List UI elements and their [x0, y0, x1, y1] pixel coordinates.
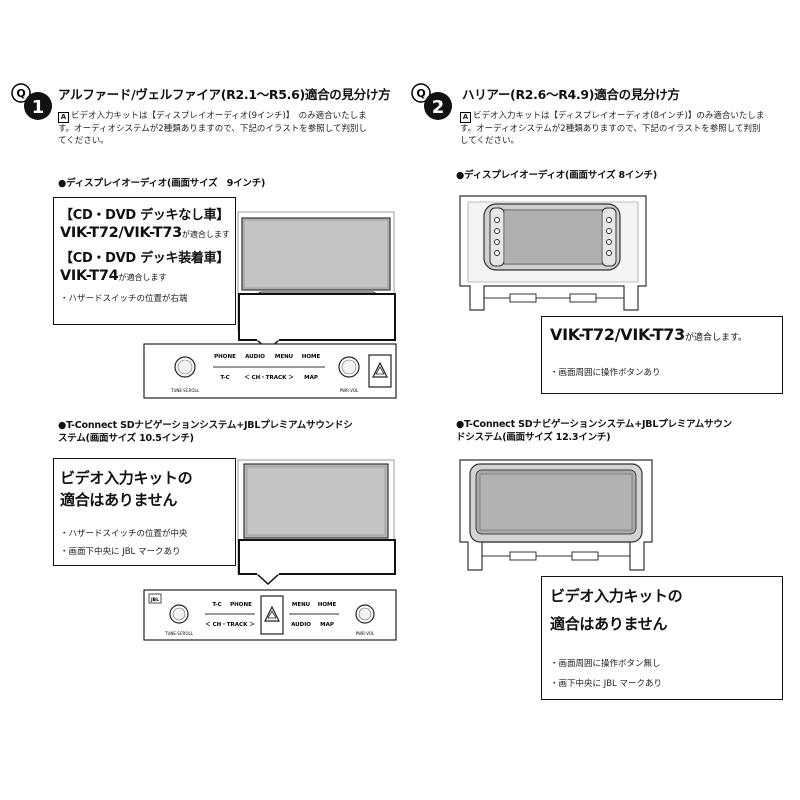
- q1-badge-number: 1: [32, 97, 45, 118]
- q2-section2-heading-line2: ドシステム(画面サイズ 12.3インチ): [456, 432, 611, 443]
- q2-navi-note1: ・画面周囲に操作ボタン無し: [550, 659, 661, 669]
- q2-model-suffix: が適合します。: [684, 333, 748, 343]
- q1-model2-line: VIK-T74が適合します: [60, 268, 229, 284]
- q1-answer-mark: A: [58, 112, 69, 123]
- q1-navi-tc-label: T-C: [212, 602, 221, 608]
- q2-note: ・画面周囲に操作ボタンあり: [550, 368, 661, 378]
- q1-badge-letter: Q: [16, 87, 25, 100]
- q2-big-line1: ビデオ入力キットの: [550, 587, 683, 605]
- q1-big-line1: ビデオ入力キットの: [60, 469, 193, 487]
- q1-phone-label: PHONE: [214, 354, 236, 360]
- q2-big-line2: 適合はありません: [550, 615, 668, 633]
- q1-model1-suffix: が適合します: [181, 230, 230, 239]
- q1-panel-highlight: [238, 293, 396, 341]
- q1-jbl-logo: JBL: [150, 597, 159, 603]
- q2-badge-icon: Q 2: [411, 83, 452, 120]
- q1-model1-line: VIK-T72/VIK-T73が適合します: [60, 225, 230, 241]
- q1-navi-control-panel: JBL TUNE·SCROLL T-C PHONE ＜ CH・TRACK ＞ M…: [143, 589, 397, 641]
- q2-model-line: VIK-T72/VIK-T73が適合します。: [550, 325, 774, 344]
- q2-navi-illustration: [459, 459, 653, 571]
- q1-nofit-box: ビデオ入力キットの 適合はありません ・ハザードスイッチの位置が中央 ・画面下中…: [53, 458, 236, 566]
- q1-navi-pwr-label: PWR·VOL: [356, 631, 375, 636]
- q1-home-label: HOME: [302, 354, 321, 360]
- q2-intro-line3: してください。: [460, 136, 519, 146]
- q1-intro-line2: す。オーディオシステムが2種類ありますので、下記のイラストを参照して判別し: [58, 124, 367, 134]
- q1-navi-note1: ・ハザードスイッチの位置が中央: [60, 529, 188, 539]
- q1-tune-label: TUNE·SCROLL: [170, 388, 200, 393]
- q2-section2-heading: ●T-Connect SDナビゲーションシステム+JBLプレミアムサウン ドシス…: [456, 418, 732, 444]
- q2-intro-line1: ビデオ入力キットは【ディスプレイオーディオ(8インチ)】のみ適合いたしま: [473, 111, 765, 121]
- q2-badge-number: 2: [432, 97, 445, 118]
- q1-menu-label: MENU: [275, 354, 293, 360]
- q2-section2-heading-line1: ●T-Connect SDナビゲーションシステム+JBLプレミアムサウン: [456, 419, 732, 430]
- q1-navi-panel-highlight: [238, 539, 396, 575]
- q1-navi-hazard-icon: [264, 605, 280, 622]
- q1-navi-note2: ・画面下中央に JBL マークあり: [60, 547, 181, 557]
- q1-model2: VIK-T74: [60, 268, 119, 284]
- q1-navi-tune-label: TUNE·SCROLL: [164, 631, 194, 636]
- q1-control-panel: TUNE·SCROLL PHONE AUDIO MENU HOME T-C ＜ …: [143, 343, 397, 399]
- q1-fit-box: 【CD・DVD デッキなし車】 VIK-T72/VIK-T73が適合します 【C…: [53, 197, 236, 325]
- q1-badge-icon: Q 1: [11, 83, 52, 120]
- q1-navi-menu-label: MENU: [292, 602, 310, 608]
- q1-section2-heading-line2: ステム(画面サイズ 10.5インチ): [58, 433, 194, 444]
- q1-navi-phone-label: PHONE: [230, 602, 252, 608]
- q2-fit-box: VIK-T72/VIK-T73が適合します。 ・画面周囲に操作ボタンあり: [541, 316, 783, 394]
- q1-section2-heading-line1: ●T-Connect SDナビゲーションシステム+JBLプレミアムサウンドシ: [58, 420, 353, 431]
- q2-model: VIK-T72/VIK-T73: [550, 325, 685, 344]
- q1-audio-label: AUDIO: [245, 354, 265, 360]
- q2-display-illustration: [459, 195, 647, 311]
- q1-intro-line3: てください。: [58, 136, 109, 146]
- q1-navi-callout-arrow-icon: [256, 573, 280, 585]
- q2-intro-line2: す。オーディオシステムが2種類ありますので、下記のイラストを参照して判別: [460, 124, 761, 134]
- q1-big-line2: 適合はありません: [60, 491, 178, 509]
- q1-map-label: MAP: [304, 375, 318, 381]
- q1-hazard-icon: [372, 361, 388, 378]
- q1-section2-heading: ●T-Connect SDナビゲーションシステム+JBLプレミアムサウンドシ ス…: [58, 419, 353, 445]
- q1-title: アルファード/ヴェルファイア(R2.1～R5.6)適合の見分け方: [58, 87, 391, 102]
- q1-navi-chtrack-label: ＜ CH・TRACK ＞: [205, 621, 255, 628]
- q1-sub1: 【CD・DVD デッキなし車】: [60, 208, 230, 223]
- q1-navi-audio-label: AUDIO: [291, 622, 311, 628]
- q1-pwr-label: PWR·VOL: [340, 388, 359, 393]
- q2-answer-mark: A: [460, 112, 471, 123]
- q2-nofit-box: ビデオ入力キットの 適合はありません ・画面周囲に操作ボタン無し ・画下中央に …: [541, 576, 783, 700]
- q2-navi-note2: ・画下中央に JBL マークあり: [550, 679, 662, 689]
- q1-section1-heading: ●ディスプレイオーディオ(画面サイズ 9インチ): [58, 178, 266, 189]
- q2-section1-heading: ●ディスプレイオーディオ(画面サイズ 8インチ): [456, 170, 657, 181]
- q1-sub2: 【CD・DVD デッキ装着車】: [60, 251, 230, 266]
- q1-intro-line1: ビデオ入力キットは【ディスプレイオーディオ(9インチ)】 のみ適合いたしま: [71, 111, 367, 121]
- q2-title: ハリアー(R2.6～R4.9)適合の見分け方: [462, 87, 680, 102]
- q1-model1: VIK-T72/VIK-T73: [60, 225, 182, 241]
- q1-note: ・ハザードスイッチの位置が右端: [60, 294, 188, 304]
- q1-chtrack-label: ＜ CH・TRACK ＞: [244, 374, 294, 381]
- q2-badge-letter: Q: [416, 87, 425, 100]
- q1-tc-label: T-C: [220, 375, 229, 381]
- q1-model2-suffix: が適合します: [118, 273, 167, 282]
- q1-navi-home-label: HOME: [318, 602, 337, 608]
- q1-navi-map-label: MAP: [320, 622, 334, 628]
